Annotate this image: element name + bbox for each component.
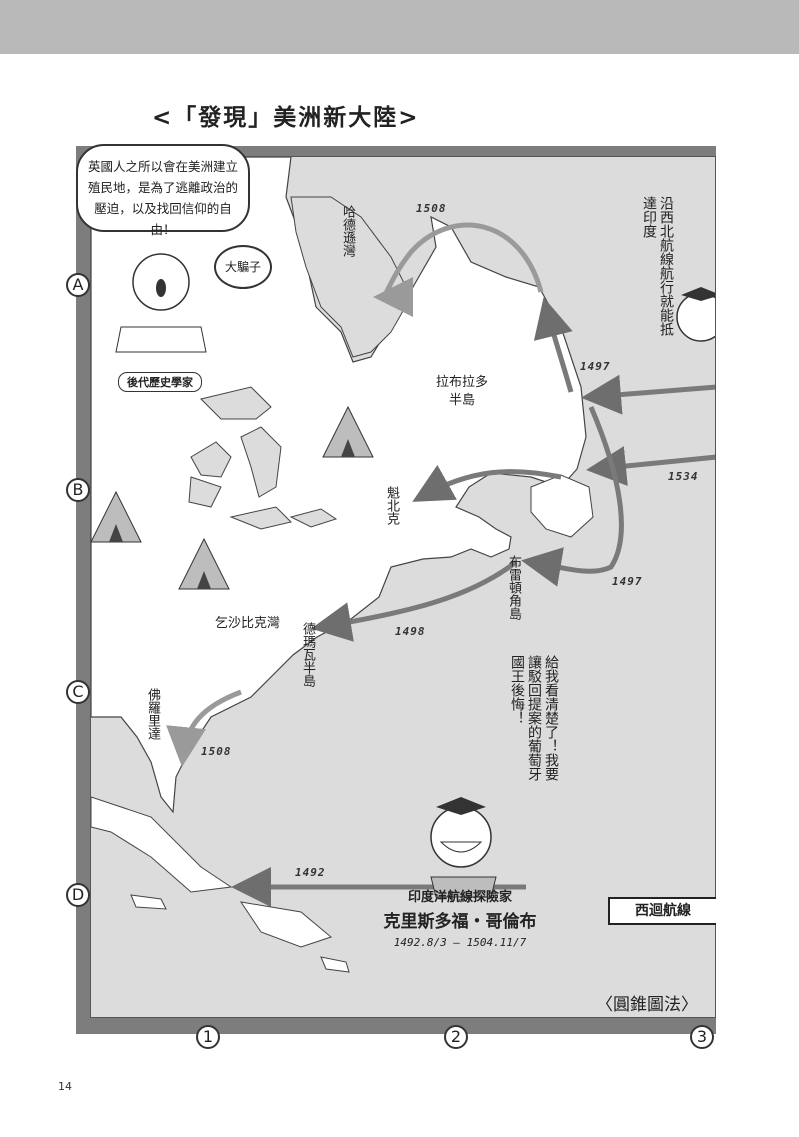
- route-year: 1508: [201, 745, 232, 758]
- grid-col-2: 2: [444, 1025, 468, 1049]
- route-1497-north: [581, 374, 715, 415]
- northern-explorer-character: [676, 287, 715, 342]
- page-title: <「發現」美洲新大陸>: [152, 105, 420, 131]
- route-1497-up: [533, 297, 574, 393]
- route-year: 1492: [295, 866, 326, 879]
- route-1498: [311, 560, 518, 642]
- historian-speech-bubble: 英國人之所以會在美洲建立殖民地，是為了逃離政治的壓迫，以及找回信仰的自由！: [76, 144, 250, 237]
- route-year: 1497: [580, 360, 611, 373]
- route-year: 1497: [612, 575, 643, 588]
- columbus-speech: 給我看清楚了！我要讓駁回提案的葡萄牙國王後悔！: [509, 655, 559, 781]
- explorer-name: 克里斯多福・哥倫布: [383, 912, 537, 932]
- place-hudson-bay: 哈德遜灣: [340, 205, 355, 257]
- teepee-icon: [322, 405, 374, 458]
- great-lakes: [188, 386, 338, 530]
- route-year: 1534: [668, 470, 699, 483]
- teepee-icon: [91, 490, 142, 543]
- explorer-role: 印度洋航線探險家: [407, 890, 512, 905]
- grid-col-1: 1: [196, 1025, 220, 1049]
- place-chesapeake: 乞沙比克灣: [215, 616, 281, 631]
- place-quebec: 魁北克: [384, 486, 399, 525]
- place-labrador: 拉布拉多 半島: [436, 375, 489, 408]
- projection-label: 〈圓錐圖法〉: [596, 995, 698, 1015]
- historian-tag: 後代歷史學家: [118, 372, 202, 392]
- grid-row-b: B: [66, 478, 90, 502]
- columbus-character: [430, 797, 497, 898]
- explorer-caption: 印度洋航線探險家 克里斯多福・哥倫布 1492.8/3 – 1504.11/7: [340, 886, 580, 949]
- route-year: 1508: [416, 202, 447, 215]
- caribbean-islands: [91, 796, 350, 973]
- route-badge: 西迴航線: [608, 897, 716, 925]
- hudson-bay-water: [290, 196, 412, 358]
- route-1508-south: [166, 689, 242, 767]
- newfoundland: [530, 474, 594, 538]
- explorer-dates: 1492.8/3 – 1504.11/7: [393, 936, 527, 949]
- route-1534: [586, 446, 715, 486]
- teepee-icon: [178, 537, 230, 590]
- page-number: 14: [58, 1080, 72, 1093]
- liar-speech-bubble: 大騙子: [214, 245, 272, 289]
- grid-row-c: C: [66, 680, 90, 704]
- map-frame: [76, 146, 716, 1034]
- top-header-bar: [0, 0, 799, 54]
- route-1497-south: [521, 406, 624, 587]
- route-1508-north: [373, 222, 544, 317]
- place-delaware: 德瑪瓦半島: [300, 622, 315, 687]
- place-florida: 佛羅里達: [145, 688, 160, 740]
- historian-character: [115, 253, 207, 353]
- map-area: [90, 156, 716, 1018]
- grid-col-3: 3: [690, 1025, 714, 1049]
- route-year: 1498: [395, 625, 426, 638]
- northwest-route-caption: 沿西北航線航行就能抵達印度: [641, 196, 674, 336]
- grid-row-d: D: [66, 883, 90, 907]
- map-drawing: [91, 157, 715, 973]
- route-1534-west: [412, 464, 562, 502]
- grid-row-a: A: [66, 273, 90, 297]
- place-cape-breton: 布雷頓角島: [506, 555, 521, 620]
